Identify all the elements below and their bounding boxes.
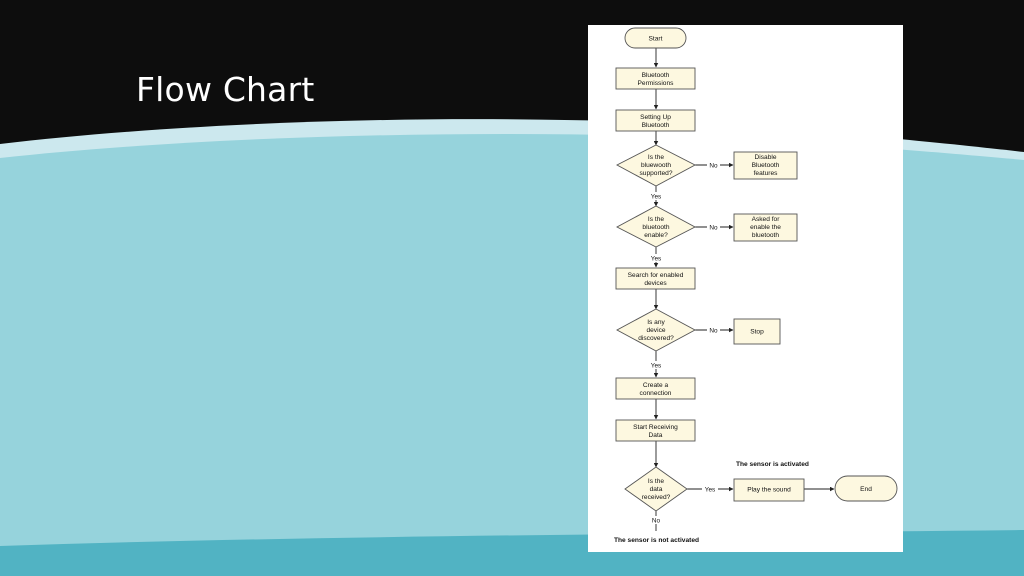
edge-label-yes-discovered: Yes: [651, 363, 661, 370]
node-asked-for-enable: [733, 213, 798, 242]
node-is-bluetooth-enable: [616, 205, 696, 248]
node-start: [624, 27, 687, 49]
disable-label-3: features: [754, 170, 779, 177]
setting-up-label-1: Setting Up: [640, 114, 671, 121]
ask-enable-label-3: bluetooth: [752, 232, 779, 239]
supported-label-3: supported?: [640, 170, 673, 177]
disable-label-2: Bluetooth: [752, 162, 780, 169]
received-label-3: received?: [642, 494, 671, 501]
enable-label-2: bluetooth: [642, 224, 669, 231]
disable-label-1: Disable: [755, 154, 777, 161]
edge-label-yes-supported: Yes: [651, 194, 661, 201]
node-start-receiving-data: [615, 419, 696, 442]
create-conn-label-2: connection: [640, 390, 672, 397]
node-create-connection: [615, 377, 696, 400]
node-stop: [733, 318, 781, 345]
node-setting-up-bluetooth: [615, 109, 696, 132]
nodes: [615, 27, 898, 512]
node-play-the-sound: [733, 478, 805, 502]
node-is-bluetooth-supported: [616, 144, 696, 187]
node-end: [834, 475, 898, 502]
node-disable-bluetooth-features: [733, 151, 798, 180]
flowchart-diagram: Start Bluetooth Permissions Setting Up B…: [614, 27, 898, 544]
note-sensor-not-activated: The sensor is not activated: [614, 537, 699, 544]
discovered-label-2: device: [646, 327, 665, 334]
stop-label: Stop: [750, 329, 764, 336]
enable-label-1: Is the: [648, 216, 664, 223]
node-is-data-received: [624, 466, 688, 512]
node-bluetooth-permissions: [615, 67, 696, 90]
supported-label-1: Is the: [648, 154, 664, 161]
edge-label-no-received: No: [652, 518, 661, 525]
note-sensor-activated: The sensor is activated: [736, 461, 809, 468]
start-label: Start: [649, 36, 663, 43]
start-receiving-label-1: Start Receiving: [633, 424, 678, 431]
create-conn-label-1: Create a: [643, 382, 669, 389]
setting-up-label-2: Bluetooth: [642, 122, 670, 129]
search-label-2: devices: [644, 280, 667, 287]
discovered-label-1: Is any: [647, 319, 665, 326]
ask-enable-label-1: Asked for: [752, 216, 781, 223]
received-label-2: data: [650, 486, 663, 493]
edge-label-no-supported: No: [709, 163, 718, 170]
flowchart-panel: Start Bluetooth Permissions Setting Up B…: [588, 25, 903, 552]
play-sound-label: Play the sound: [747, 487, 791, 494]
edge-label-no-enable: No: [709, 225, 718, 232]
bt-permissions-label-1: Bluetooth: [642, 72, 670, 79]
search-label-1: Search for enabled: [628, 272, 684, 279]
slide-title: Flow Chart: [136, 70, 315, 109]
edge-label-yes-enable: Yes: [651, 256, 661, 263]
ask-enable-label-2: enable the: [750, 224, 781, 231]
received-label-1: Is the: [648, 478, 664, 485]
enable-label-3: enable?: [644, 232, 668, 239]
supported-label-2: bluewooth: [641, 162, 671, 169]
edge-label-yes-received: Yes: [705, 487, 715, 494]
edge-label-no-discovered: No: [709, 328, 718, 335]
start-receiving-label-2: Data: [649, 432, 663, 439]
discovered-label-3: discovered?: [638, 335, 674, 342]
end-label: End: [860, 486, 872, 493]
bt-permissions-label-2: Permissions: [638, 80, 675, 87]
node-is-device-discovered: [616, 308, 696, 352]
node-search-enabled-devices: [615, 267, 696, 290]
